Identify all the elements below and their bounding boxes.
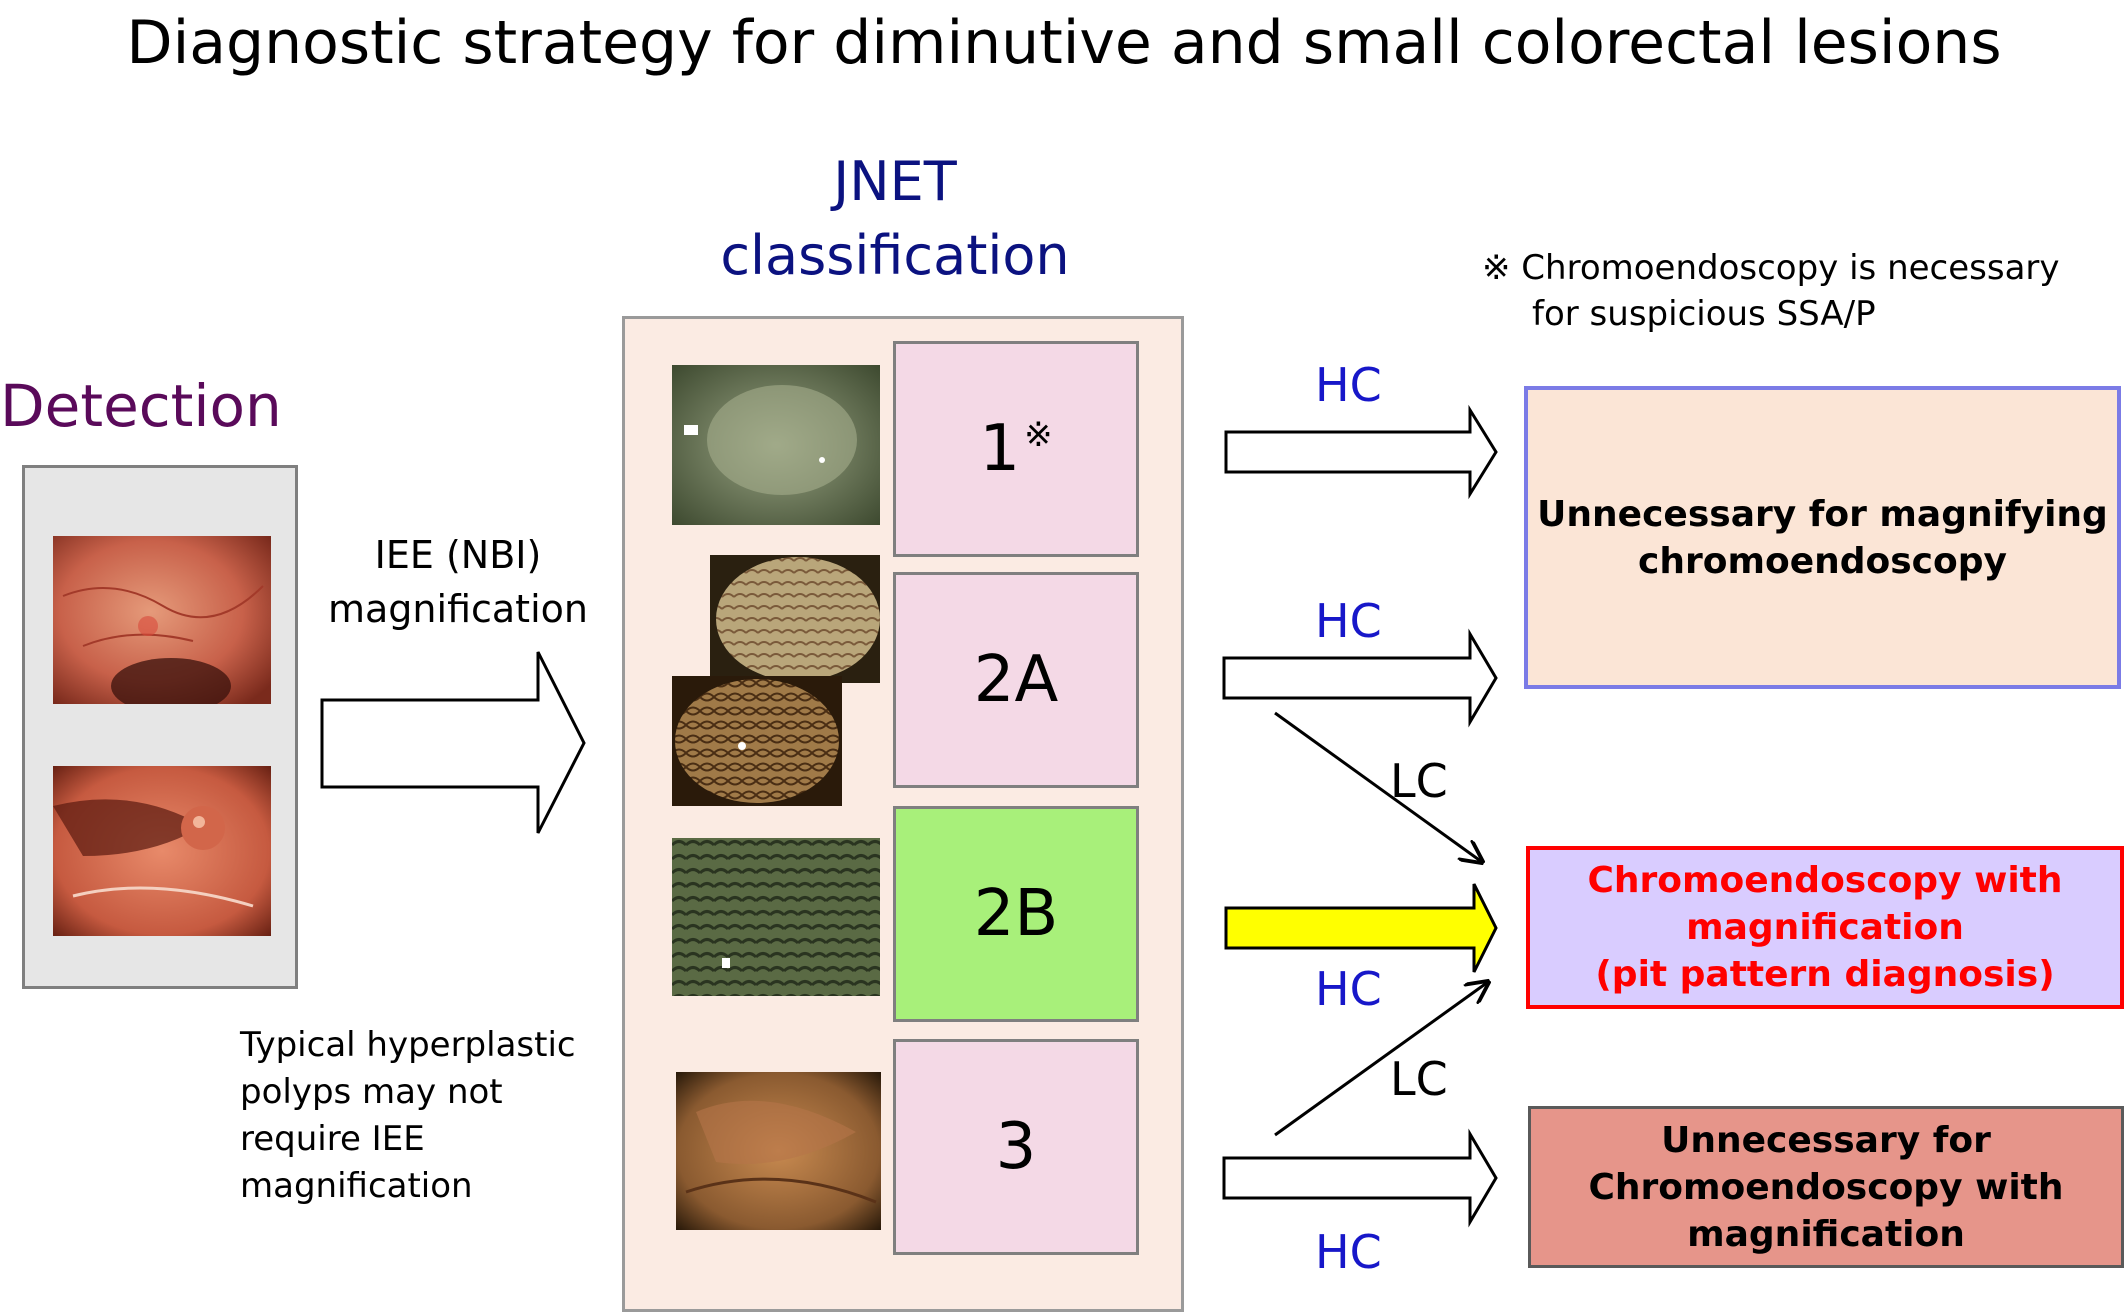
outcome-line: Chromoendoscopy with <box>1588 1166 2064 1208</box>
iee-line: IEE (NBI) <box>374 533 542 577</box>
note-line: for suspicious SSA/P <box>1532 294 1876 334</box>
hyperplastic-note-line: require IEE <box>240 1119 425 1159</box>
hyperplastic-note-line: Typical hyperplastic <box>240 1025 576 1065</box>
endoscopy-photo <box>53 766 271 936</box>
jnet-category-label: 2B <box>973 877 1059 951</box>
hc-arrow-type-2a <box>1222 628 1498 728</box>
jnet-classification-title: JNET classification <box>620 145 1170 293</box>
lc-arrow-type-2a <box>1274 711 1482 862</box>
jnet-category-box: 2B <box>893 806 1139 1022</box>
outcome-line: Unnecessary for <box>1661 1119 1991 1161</box>
note-line: ※ Chromoendoscopy is necessary <box>1482 248 2060 288</box>
iee-arrow <box>320 651 586 834</box>
hc-arrow-type-3 <box>1222 1128 1498 1228</box>
nbi-photo-type-2a <box>672 676 842 806</box>
outcome-unnecessary-chromoendoscopy: Unnecessary for Chromoendoscopy with mag… <box>1528 1106 2124 1268</box>
outcome-unnecessary-magnifying: Unnecessary for magnifying chromoendosco… <box>1524 386 2121 689</box>
jnet-title-line: classification <box>720 224 1070 287</box>
outcome-line: magnification <box>1687 1213 1965 1255</box>
iee-line: magnification <box>328 587 588 631</box>
iee-nbi-label: IEE (NBI) magnification <box>318 528 598 636</box>
nbi-photo-type-3 <box>676 1072 881 1230</box>
hyperplastic-note: Typical hyperplastic polyps may not requ… <box>240 1022 576 1210</box>
outcome-line: (pit pattern diagnosis) <box>1595 954 2055 995</box>
lc-label: LC <box>1390 754 1448 808</box>
hc-label: HC <box>1315 358 1382 412</box>
nbi-photo-type-2a <box>710 555 880 683</box>
hc-arrow-type-2b <box>1224 883 1498 973</box>
outcome-line: magnification <box>1686 907 1964 948</box>
hc-arrow-type-1 <box>1224 404 1498 500</box>
jnet-category-box: 2A <box>893 572 1139 788</box>
hc-label: HC <box>1315 1225 1382 1279</box>
jnet-category-box: 3 <box>893 1039 1139 1255</box>
page-title: Diagnostic strategy for diminutive and s… <box>126 8 2002 78</box>
reference-mark: ※ <box>1024 415 1053 455</box>
jnet-title-line: JNET <box>833 150 957 213</box>
outcome-chromoendoscopy-with-magnification: Chromoendoscopy with magnification (pit … <box>1526 846 2124 1009</box>
hyperplastic-note-line: magnification <box>240 1166 473 1206</box>
jnet-category-label: 3 <box>995 1110 1037 1184</box>
outcome-line: Chromoendoscopy with <box>1587 860 2063 901</box>
lc-label: LC <box>1390 1052 1448 1106</box>
jnet-category-label: 1 <box>979 412 1021 486</box>
lc-arrow-type-3 <box>1274 982 1488 1137</box>
jnet-category-label: 2A <box>973 643 1059 717</box>
ssa-p-note: ※ Chromoendoscopy is necessary for suspi… <box>1482 245 2060 337</box>
hc-label: HC <box>1315 594 1382 648</box>
nbi-photo-type-2b <box>672 838 880 996</box>
hyperplastic-note-line: polyps may not <box>240 1072 503 1112</box>
outcome-line: Unnecessary for magnifying <box>1537 493 2108 535</box>
detection-label: Detection <box>0 372 282 440</box>
detection-panel <box>22 465 298 989</box>
endoscopy-photo <box>53 536 271 704</box>
hc-label: HC <box>1315 962 1382 1016</box>
jnet-category-box: 1※ <box>893 341 1139 557</box>
outcome-line: chromoendoscopy <box>1638 540 2007 582</box>
nbi-photo-type-1 <box>672 365 880 525</box>
